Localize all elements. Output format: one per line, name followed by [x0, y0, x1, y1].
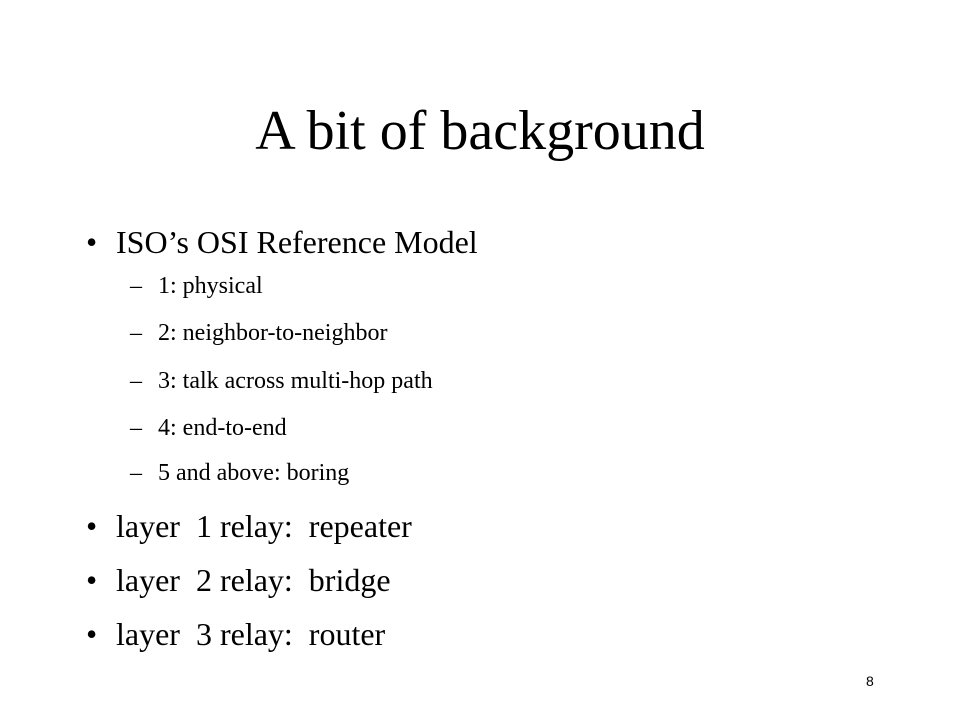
bullet-icon: • — [86, 562, 98, 598]
dash-icon: – — [130, 273, 142, 299]
sub-item: –1: physical — [130, 271, 263, 301]
sub-item: –5 and above: boring — [130, 458, 349, 488]
bullet-item-layer-1: • layer 1 relay: repeater — [86, 506, 412, 546]
bullet-item-osi-model: • ISO’s OSI Reference Model — [86, 222, 478, 262]
sub-item: –2: neighbor-to-neighbor — [130, 318, 387, 348]
bullet-text: layer 3 relay: router — [116, 616, 386, 652]
bullet-item-layer-3: • layer 3 relay: router — [86, 614, 385, 654]
dash-icon: – — [130, 415, 142, 441]
sub-item: –4: end-to-end — [130, 413, 287, 443]
dash-icon: – — [130, 320, 142, 346]
sub-item: –3: talk across multi-hop path — [130, 366, 433, 396]
sub-item-text: 4: end-to-end — [158, 415, 287, 441]
dash-icon: – — [130, 368, 142, 394]
dash-icon: – — [130, 460, 142, 486]
sub-item-text: 2: neighbor-to-neighbor — [158, 320, 388, 346]
sub-item-text: 5 and above: boring — [158, 460, 350, 486]
slide-title: A bit of background — [255, 100, 705, 162]
bullet-icon: • — [86, 224, 98, 260]
bullet-icon: • — [86, 616, 98, 652]
sub-item-text: 3: talk across multi-hop path — [158, 368, 433, 394]
bullet-text: ISO’s OSI Reference Model — [116, 224, 478, 260]
bullet-text: layer 2 relay: bridge — [116, 562, 391, 598]
bullet-icon: • — [86, 508, 98, 544]
page-number: 8 — [866, 673, 874, 689]
bullet-item-layer-2: • layer 2 relay: bridge — [86, 560, 391, 600]
bullet-text: layer 1 relay: repeater — [116, 508, 412, 544]
sub-item-text: 1: physical — [158, 273, 263, 299]
